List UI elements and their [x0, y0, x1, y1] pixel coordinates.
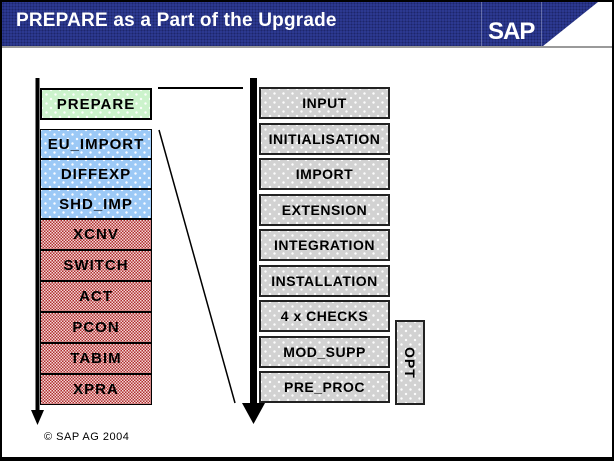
module-box-mod-supp: MOD_SUPP	[259, 336, 390, 368]
slide-title: PREPARE as a Part of the Upgrade	[16, 10, 337, 31]
phase-box-xcnv: XCNV	[40, 219, 152, 250]
sap-logo: SAP	[488, 18, 535, 45]
phase-box-pcon: PCON	[40, 312, 152, 343]
center-arrowhead-icon	[242, 403, 265, 424]
phase-box-tabim: TABIM	[40, 343, 152, 374]
module-box-checks: 4 x CHECKS	[259, 300, 390, 332]
module-box-installation: INSTALLATION	[259, 265, 390, 297]
phase-box-act: ACT	[40, 281, 152, 312]
left-arrowhead-icon	[31, 410, 44, 425]
module-box-integration: INTEGRATION	[259, 229, 390, 261]
phase-box-eu-import: EU_IMPORT	[40, 129, 152, 159]
phase-box-switch: SWITCH	[40, 250, 152, 281]
phase-box-xpra: XPRA	[40, 374, 152, 405]
opt-box: OPT	[395, 320, 425, 405]
module-box-pre-proc: PRE_PROC	[259, 371, 390, 403]
phase-box-shd-imp: SHD_IMP	[40, 189, 152, 219]
module-box-extension: EXTENSION	[259, 194, 390, 226]
opt-label: OPT	[402, 346, 418, 379]
header-corner-cut	[543, 2, 612, 46]
module-box-initialisation: INITIALISATION	[259, 123, 390, 155]
module-box-input: INPUT	[259, 87, 390, 119]
prepare-box: PREPARE	[40, 88, 152, 120]
prepare-diagonal-line	[158, 129, 236, 404]
module-box-import: IMPORT	[259, 158, 390, 190]
phase-box-diffexp: DIFFEXP	[40, 159, 152, 189]
header-separator	[481, 2, 482, 46]
header-separator	[541, 2, 542, 46]
copyright-text: © SAP AG 2004	[44, 431, 130, 443]
title-bar: PREPARE as a Part of the Upgrade SAP	[2, 2, 612, 48]
